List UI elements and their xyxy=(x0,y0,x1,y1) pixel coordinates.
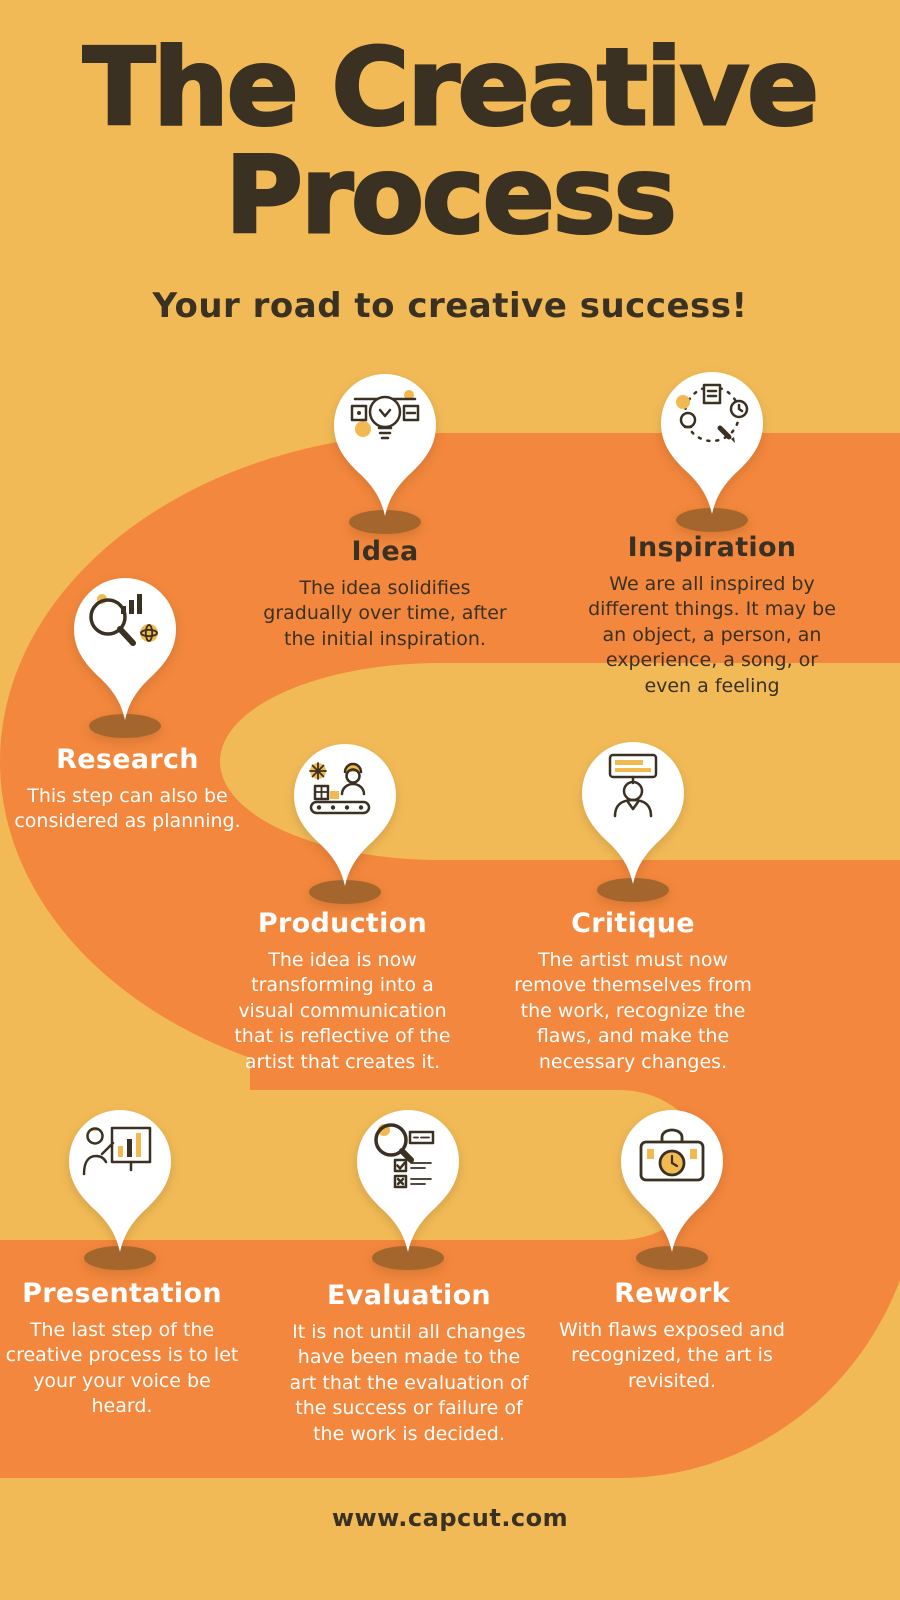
page-title-line1: The Creative xyxy=(81,26,820,149)
pin-marker xyxy=(74,578,176,720)
presenter-chart-icon xyxy=(82,1126,152,1176)
step-critique-desc: The artist must now remove themselves fr… xyxy=(514,949,752,1073)
step-production-title: Production xyxy=(257,908,428,939)
step-inspiration-text: Inspiration We are all inspired by diffe… xyxy=(586,532,838,699)
pin-evaluation xyxy=(357,1110,459,1270)
step-presentation-title: Presentation xyxy=(22,1278,222,1309)
page-subtitle: Your road to creative success! xyxy=(152,286,748,326)
step-research-title: Research xyxy=(56,744,199,775)
pin-production xyxy=(294,744,396,904)
footer-url: www.capcut.com xyxy=(331,1504,569,1532)
lightbulb-gear-icon xyxy=(350,390,420,440)
pin-marker xyxy=(582,742,684,884)
step-critique-text: Critique The artist must now remove them… xyxy=(508,908,758,1075)
pin-inspiration xyxy=(661,372,763,532)
step-research-text: Research This step can also be considere… xyxy=(10,744,245,835)
pin-marker xyxy=(294,744,396,886)
pin-shadow xyxy=(372,1246,444,1270)
step-rework-desc: With flaws exposed and recognized, the a… xyxy=(559,1319,785,1392)
step-inspiration-title: Inspiration xyxy=(627,532,797,563)
step-idea-text: Idea The idea solidifies gradually over … xyxy=(262,536,508,652)
pin-research xyxy=(74,578,176,738)
toolbox-clock-icon xyxy=(639,1128,705,1182)
pin-shadow xyxy=(89,714,161,738)
pin-shadow xyxy=(676,508,748,532)
pin-idea xyxy=(334,374,436,534)
pin-marker xyxy=(334,374,436,516)
magnifier-chart-icon xyxy=(89,594,158,646)
pin-presentation xyxy=(69,1110,171,1270)
step-presentation-desc: The last step of the creative process is… xyxy=(5,1319,239,1418)
step-presentation-text: Presentation The last step of the creati… xyxy=(2,1278,242,1420)
step-production-desc: The idea is now transforming into a visu… xyxy=(234,949,451,1073)
step-critique-title: Critique xyxy=(571,908,695,939)
pin-critique xyxy=(582,742,684,902)
pin-marker xyxy=(357,1110,459,1252)
checklist-magnifier-icon xyxy=(374,1123,435,1189)
step-evaluation-desc: It is not until all changes have been ma… xyxy=(289,1321,529,1445)
step-rework-text: Rework With flaws exposed and recognized… xyxy=(552,1278,792,1394)
pin-shadow xyxy=(349,510,421,534)
step-research-desc: This step can also be considered as plan… xyxy=(14,785,241,833)
step-idea-title: Idea xyxy=(351,536,419,567)
step-rework-title: Rework xyxy=(614,1278,730,1309)
road-bottom-band xyxy=(0,1240,620,1478)
pin-shadow xyxy=(597,878,669,902)
pencil-cycle-icon xyxy=(676,383,749,443)
step-evaluation-text: Evaluation It is not until all changes h… xyxy=(283,1280,535,1447)
pin-shadow xyxy=(309,880,381,904)
road-right-turn xyxy=(620,860,900,1478)
pin-shadow xyxy=(636,1246,708,1270)
step-inspiration-desc: We are all inspired by different things.… xyxy=(588,573,836,697)
reviewer-board-icon xyxy=(608,753,658,818)
page-title: The Creative Process xyxy=(0,26,900,258)
factory-worker-icon xyxy=(309,762,371,815)
road-top-band xyxy=(440,433,900,663)
pin-shadow xyxy=(84,1246,156,1270)
step-evaluation-title: Evaluation xyxy=(327,1280,491,1311)
page-title-line2: Process xyxy=(224,134,679,258)
step-idea-desc: The idea solidifies gradually over time,… xyxy=(263,577,507,650)
pin-rework xyxy=(621,1110,723,1270)
step-production-text: Production The idea is now transforming … xyxy=(230,908,455,1075)
